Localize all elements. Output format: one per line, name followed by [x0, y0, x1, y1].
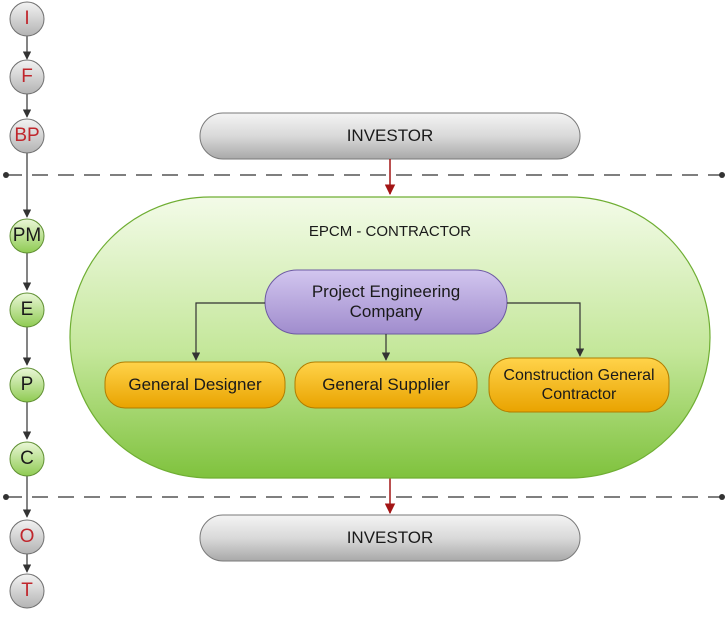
general-designer-box	[104, 361, 286, 409]
phase-label-f: F	[21, 65, 33, 87]
phase-label-bp: BP	[14, 124, 40, 146]
general-supplier-box	[294, 361, 478, 409]
general-supplier-label: General Supplier	[322, 374, 450, 394]
phase-label-c: C	[20, 447, 34, 469]
general-designer-label: General Designer	[128, 374, 262, 394]
investor-top-label: INVESTOR	[346, 125, 434, 145]
phase-circle-f	[9, 59, 45, 95]
pec-label: Project Engineering Company	[311, 281, 461, 321]
phase-label-e: E	[20, 298, 34, 320]
phase-circle-t	[9, 573, 45, 609]
investor-bottom-box	[199, 514, 581, 562]
pec-connectors	[191, 302, 585, 361]
phase-circle-bp	[9, 118, 45, 154]
phase-circle-p	[9, 367, 45, 403]
phase-label-p: P	[20, 373, 34, 395]
construction-contractor-box	[488, 357, 670, 413]
phase-circle-pm	[9, 218, 45, 254]
phase-circle-e	[9, 292, 45, 328]
phase-circle-o	[9, 519, 45, 555]
phase-label-t: T	[21, 579, 33, 601]
phase-label-pm: PM	[12, 224, 42, 246]
epcm-contractor-title: EPCM - CONTRACTOR	[308, 223, 472, 240]
construction-contractor-label: Construction General Contractor	[503, 366, 655, 403]
phase-label-o: O	[19, 525, 35, 547]
investor-bottom-label: INVESTOR	[346, 527, 434, 547]
phase-circle-c	[9, 441, 45, 477]
phase-label-i: I	[24, 7, 30, 29]
phase-circle-i	[9, 1, 45, 37]
phase-circles	[9, 1, 45, 609]
